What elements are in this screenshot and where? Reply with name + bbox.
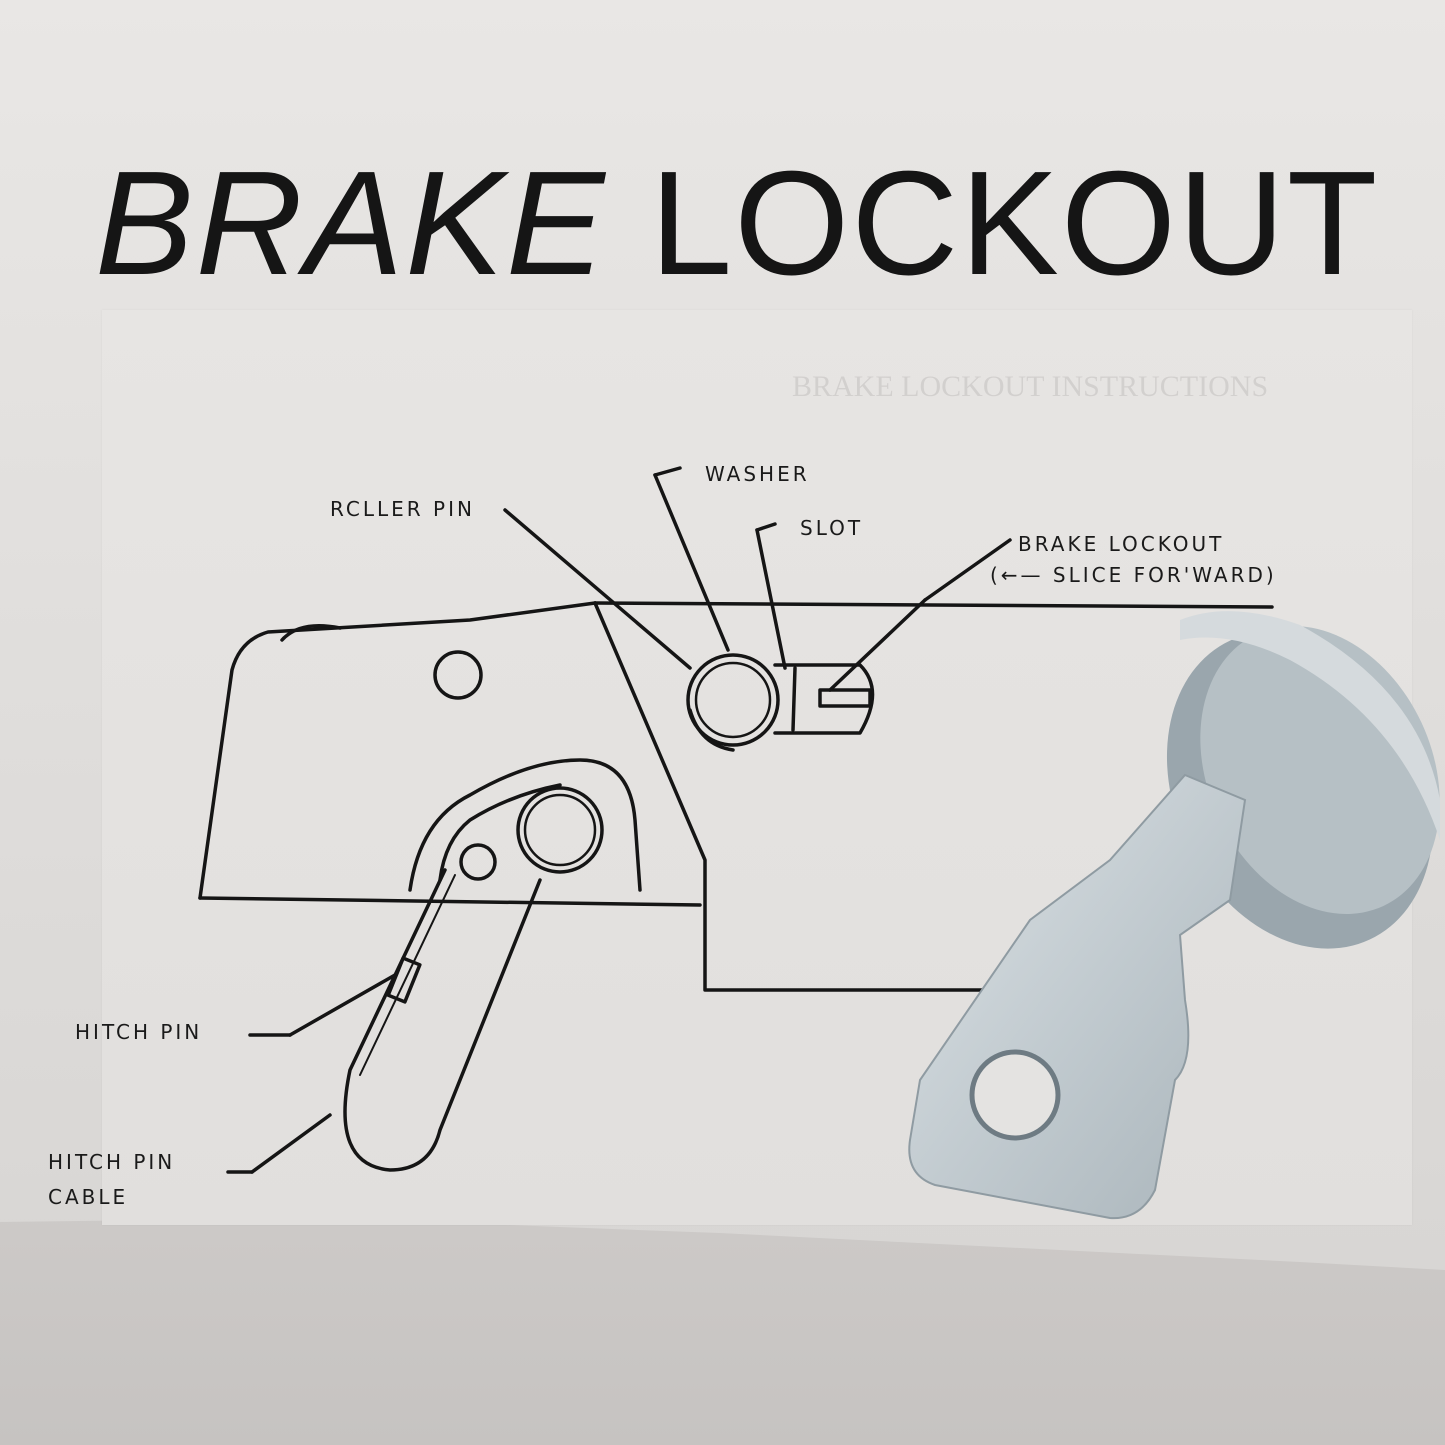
title-word-lockout: LOCKOUT bbox=[649, 141, 1380, 306]
label-slot: SLOT bbox=[800, 516, 864, 540]
faint-background-heading: BRAKE LOCKOUT INSTRUCTIONS bbox=[792, 370, 1269, 403]
label-washer: WASHER bbox=[705, 462, 810, 486]
title-word-brake: BRAKE bbox=[95, 141, 607, 306]
label-brake-lockout: BRAKE LOCKOUT bbox=[1018, 532, 1225, 556]
label-hitch-pin: HITCH PIN bbox=[75, 1020, 203, 1044]
label-hitch-pin-cable-line2: CABLE bbox=[48, 1185, 129, 1209]
label-roller-pin: RCLLER PIN bbox=[330, 497, 475, 521]
label-slide-forward: (←— SLICE FOR'WARD) bbox=[990, 563, 1277, 587]
page-title: BRAKE LOCKOUT bbox=[95, 150, 1425, 298]
label-hitch-pin-cable-line1: HITCH PIN bbox=[48, 1150, 176, 1174]
